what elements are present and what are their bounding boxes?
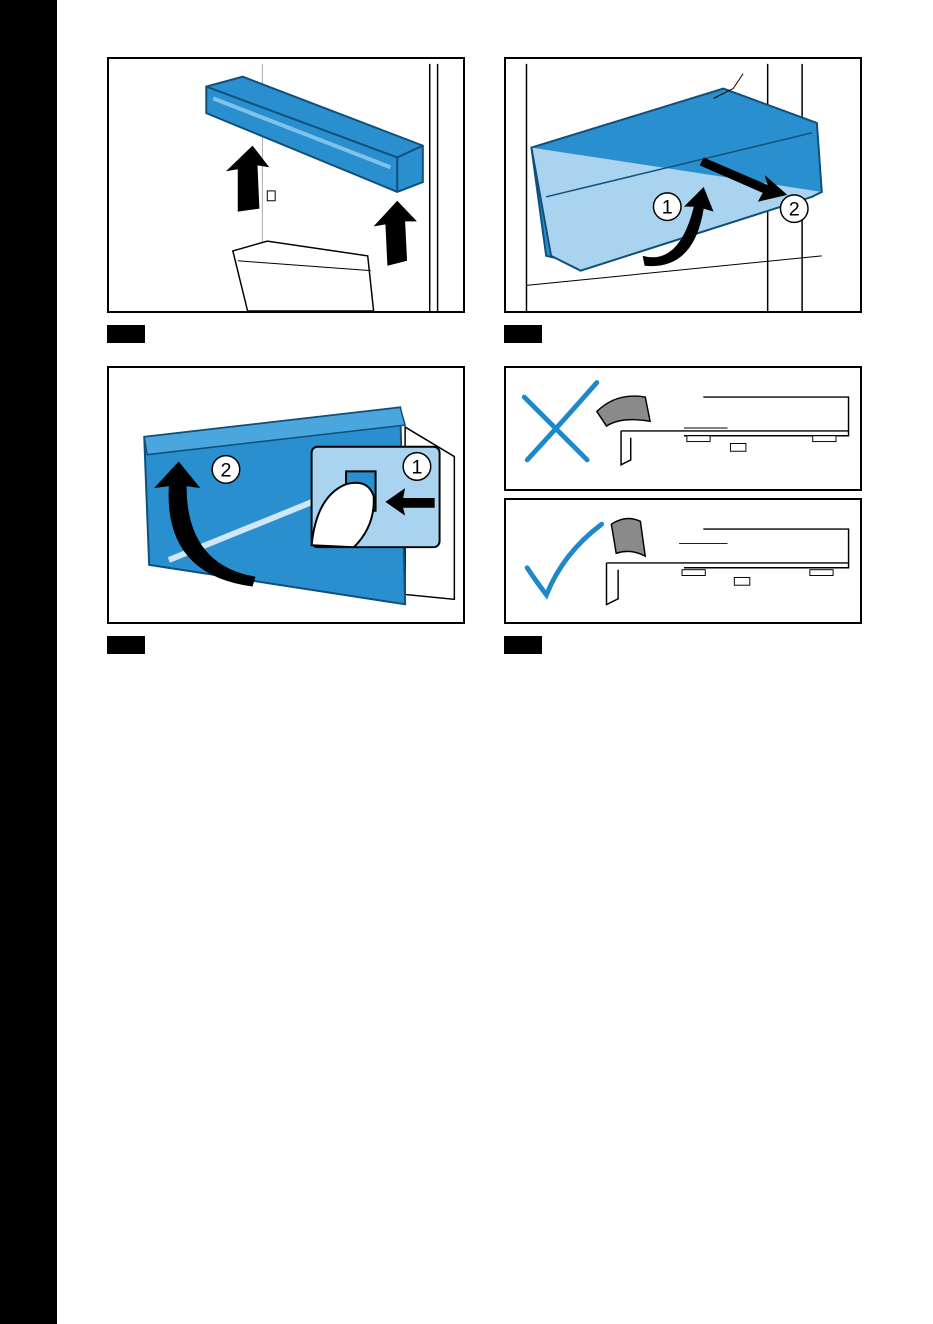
up-arrow-icon xyxy=(374,201,417,266)
correct-position-illustration xyxy=(506,500,860,622)
door-shelf-illustration xyxy=(109,59,463,311)
callout-number: 2 xyxy=(789,199,800,221)
callout-number: 2 xyxy=(220,459,231,481)
figure-wrong-position xyxy=(504,366,862,491)
wrong-position-illustration xyxy=(506,368,860,489)
figure-door-shelf-lift xyxy=(107,57,465,313)
callout-2: 2 xyxy=(780,195,808,223)
callout-2: 2 xyxy=(212,456,240,484)
figure-correct-position xyxy=(504,498,862,624)
page-edge-bar xyxy=(0,0,57,1324)
figure-label-box xyxy=(504,325,542,343)
drawer-front-illustration: 2 1 xyxy=(109,368,463,622)
callout-1: 1 xyxy=(403,453,431,481)
figure-label-box xyxy=(107,636,145,654)
checkmark-icon xyxy=(527,524,602,595)
callout-number: 1 xyxy=(662,197,673,219)
figure-label-box xyxy=(107,325,145,343)
figure-drawer-front-release: 2 1 xyxy=(107,366,465,624)
cross-icon xyxy=(524,383,597,460)
figure-label-box xyxy=(504,636,542,654)
drawer-illustration: 1 2 xyxy=(506,59,860,311)
callout-number: 1 xyxy=(411,456,422,478)
figure-drawer-pull-out: 1 2 xyxy=(504,57,862,313)
callout-1: 1 xyxy=(653,193,681,221)
